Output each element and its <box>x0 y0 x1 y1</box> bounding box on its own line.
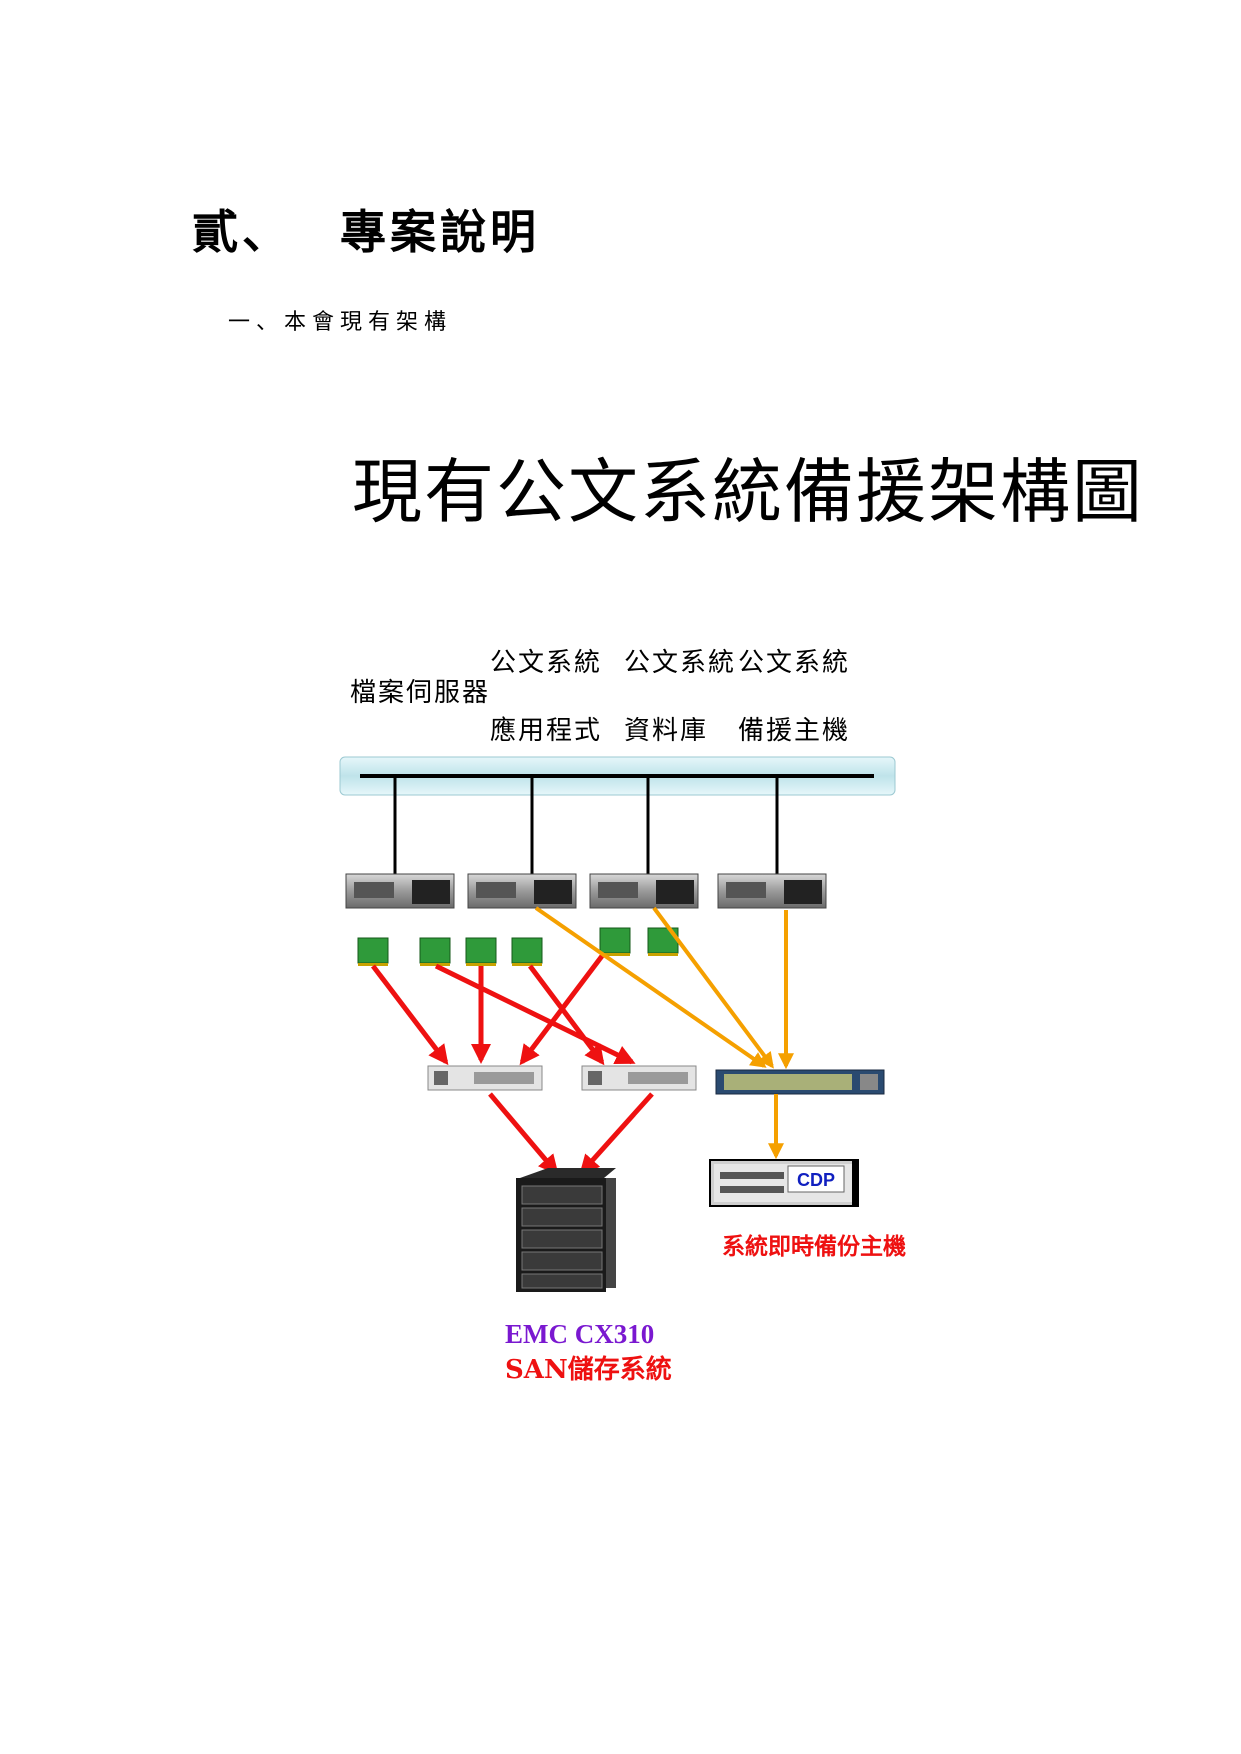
diagram-title: 現有公文系統備援架構圖 <box>352 451 1144 533</box>
cdp-caption: 系統即時備份主機 <box>722 1233 906 1260</box>
label-db-line2: 資料庫 <box>624 716 709 746</box>
label-backup-line1: 公文系統 <box>738 648 851 678</box>
orange-link <box>652 906 774 1069</box>
hba-card <box>511 937 543 966</box>
red-link <box>488 1092 559 1176</box>
red-link <box>579 1092 654 1175</box>
label-app-line1: 公文系統 <box>490 648 603 678</box>
server-app <box>467 873 577 909</box>
server-backup <box>717 873 827 909</box>
label-backup-line2: 備援主機 <box>738 716 851 746</box>
label-app-line2: 應用程式 <box>490 716 603 746</box>
hba-card <box>465 937 497 966</box>
cdp-appliance <box>709 1159 859 1207</box>
storage-caption: SAN儲存系統 <box>505 1354 672 1385</box>
san-switch-left <box>427 1065 543 1091</box>
red-link <box>519 954 604 1066</box>
ethernet-switch <box>715 1069 885 1095</box>
san-storage-rack <box>516 1168 616 1292</box>
hba-card <box>357 937 389 966</box>
hba-card <box>599 927 631 956</box>
section-number: 貳、 <box>192 205 292 259</box>
label-db-line1: 公文系統 <box>624 648 737 678</box>
storage-model: EMC CX310 <box>505 1319 654 1349</box>
orange-link <box>534 906 767 1068</box>
label-file-server: 檔案伺服器 <box>350 678 491 708</box>
hba-card <box>419 937 451 966</box>
san-switch-right <box>581 1065 697 1091</box>
server-db <box>589 873 699 909</box>
cdp-label: CDP <box>797 1170 835 1190</box>
subsection-heading: 一、本會現有架構 <box>228 310 453 335</box>
section-heading: 貳、專案說明 <box>192 196 540 262</box>
red-link <box>371 964 449 1066</box>
red-link <box>528 964 605 1066</box>
section-title: 專案說明 <box>340 205 540 259</box>
server-file <box>345 873 455 909</box>
